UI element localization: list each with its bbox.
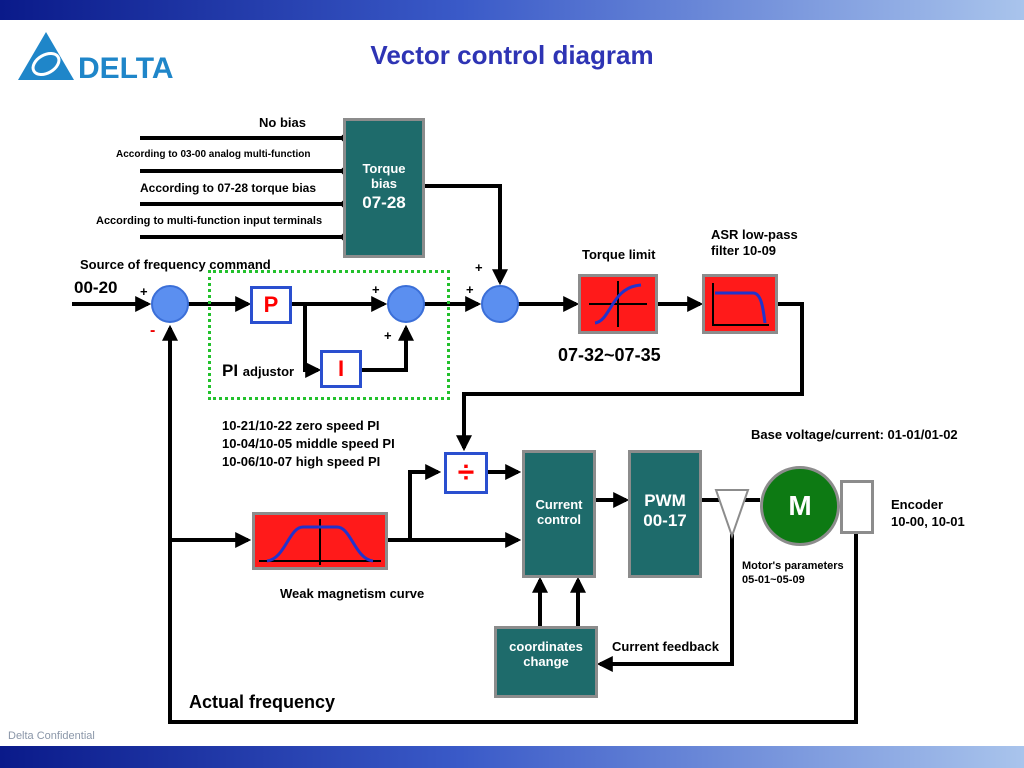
- summer-2: [387, 285, 425, 323]
- source-param: 00-20: [74, 278, 118, 297]
- summer1-plus: +: [140, 284, 148, 299]
- current-feedback-arrow: [596, 534, 734, 672]
- weak-to-divider-arrow: [388, 464, 442, 542]
- asr-line1: ASR low-pass: [711, 227, 798, 242]
- i-block: I: [320, 350, 362, 388]
- torque-bias-block: Torque bias 07-28: [343, 118, 425, 258]
- top-band: [0, 0, 1024, 20]
- summer-1: [151, 285, 189, 323]
- coordinates-change-block: coordinates change: [494, 626, 598, 698]
- p-block: P: [250, 286, 292, 324]
- torque-bias-param: 07-28: [362, 193, 406, 212]
- weak-magnetism-label: Weak magnetism curve: [280, 586, 425, 601]
- pi-adjustor-sub: adjustor: [242, 364, 295, 379]
- actual-frequency-label: Actual frequency: [189, 692, 336, 712]
- current-feedback-label: Current feedback: [612, 639, 719, 654]
- coordinates-line2: change: [523, 654, 569, 669]
- summer3-plus-left: +: [466, 282, 474, 297]
- torque-limit-label: Torque limit: [582, 247, 656, 262]
- bottom-band: [0, 746, 1024, 768]
- current-control-line2: control: [536, 512, 582, 527]
- motor-params-line1: Motor's parameters: [742, 560, 844, 572]
- bias-input-label-1: No bias: [259, 115, 306, 130]
- coordinates-line1: coordinates: [509, 639, 583, 654]
- summer3-plus-top: +: [475, 260, 483, 275]
- lowpass-curve-icon: [712, 283, 769, 326]
- weak-magnetism-curve-icon: [259, 519, 381, 565]
- motor-params-line2: 05-01~05-09: [742, 574, 805, 586]
- source-label: Source of frequency command: [80, 257, 271, 272]
- pwm-line1: PWM: [644, 491, 686, 510]
- summer-3: [481, 285, 519, 323]
- base-voltage-label: Base voltage/current: 01-01/01-02: [751, 427, 958, 442]
- actual-frequency-arrow: [162, 324, 858, 724]
- bias-to-summer-arrow: [424, 184, 508, 286]
- pi-adjustor-label: PI adjustor: [222, 361, 294, 381]
- asr-line2: filter 10-09: [711, 243, 777, 258]
- summer2-plus-bottom: +: [384, 328, 392, 343]
- pi-param-2: 10-04/10-05 middle speed PI: [222, 436, 395, 451]
- i-to-summer2-arrow: [362, 324, 414, 372]
- weak-magnetism-block: [252, 512, 388, 570]
- pi-param-1: 10-21/10-22 zero speed PI: [222, 418, 380, 433]
- bias-input-label-4: According to multi-function input termin…: [96, 215, 323, 227]
- pi-param-3: 10-06/10-07 high speed PI: [222, 454, 381, 469]
- bias-input-label-3: According to 07-28 torque bias: [140, 181, 317, 195]
- asr-filter-block: [702, 274, 778, 334]
- encoder-line1: Encoder: [891, 497, 944, 512]
- delta-logo: DELTA: [18, 32, 174, 84]
- current-sensor-icon: [714, 489, 750, 540]
- current-control-block: Current control: [522, 450, 596, 578]
- footer-confidential: Delta Confidential: [8, 730, 95, 742]
- pwm-line2: 00-17: [643, 511, 687, 530]
- summer2-plus-top: +: [372, 282, 380, 297]
- logo-wordmark: DELTA: [78, 52, 174, 84]
- current-control-line1: Current: [535, 497, 583, 512]
- encoder-icon: [840, 480, 874, 534]
- torque-limit-curve-icon: [589, 281, 647, 327]
- summer1-minus: -: [150, 322, 156, 339]
- pi-adjustor-main: PI: [222, 361, 239, 380]
- asr-to-divider-arrow: [456, 302, 804, 452]
- torque-limit-param: 07-32~07-35: [558, 345, 661, 365]
- torque-limit-block: [578, 274, 658, 334]
- pwm-block: PWM 00-17: [628, 450, 702, 578]
- page-title: Vector control diagram: [370, 40, 654, 70]
- pi-adjustor-frame: [208, 270, 450, 400]
- motor-icon: M: [760, 466, 840, 546]
- torque-bias-line1: Torque: [362, 161, 406, 176]
- bias-input-label-2: According to 03-00 analog multi-function: [116, 149, 311, 160]
- divider-block: ÷: [444, 452, 488, 494]
- branch-to-i-arrow: [303, 304, 322, 378]
- encoder-line2: 10-00, 10-01: [891, 514, 965, 529]
- torque-bias-line2: bias: [370, 176, 397, 191]
